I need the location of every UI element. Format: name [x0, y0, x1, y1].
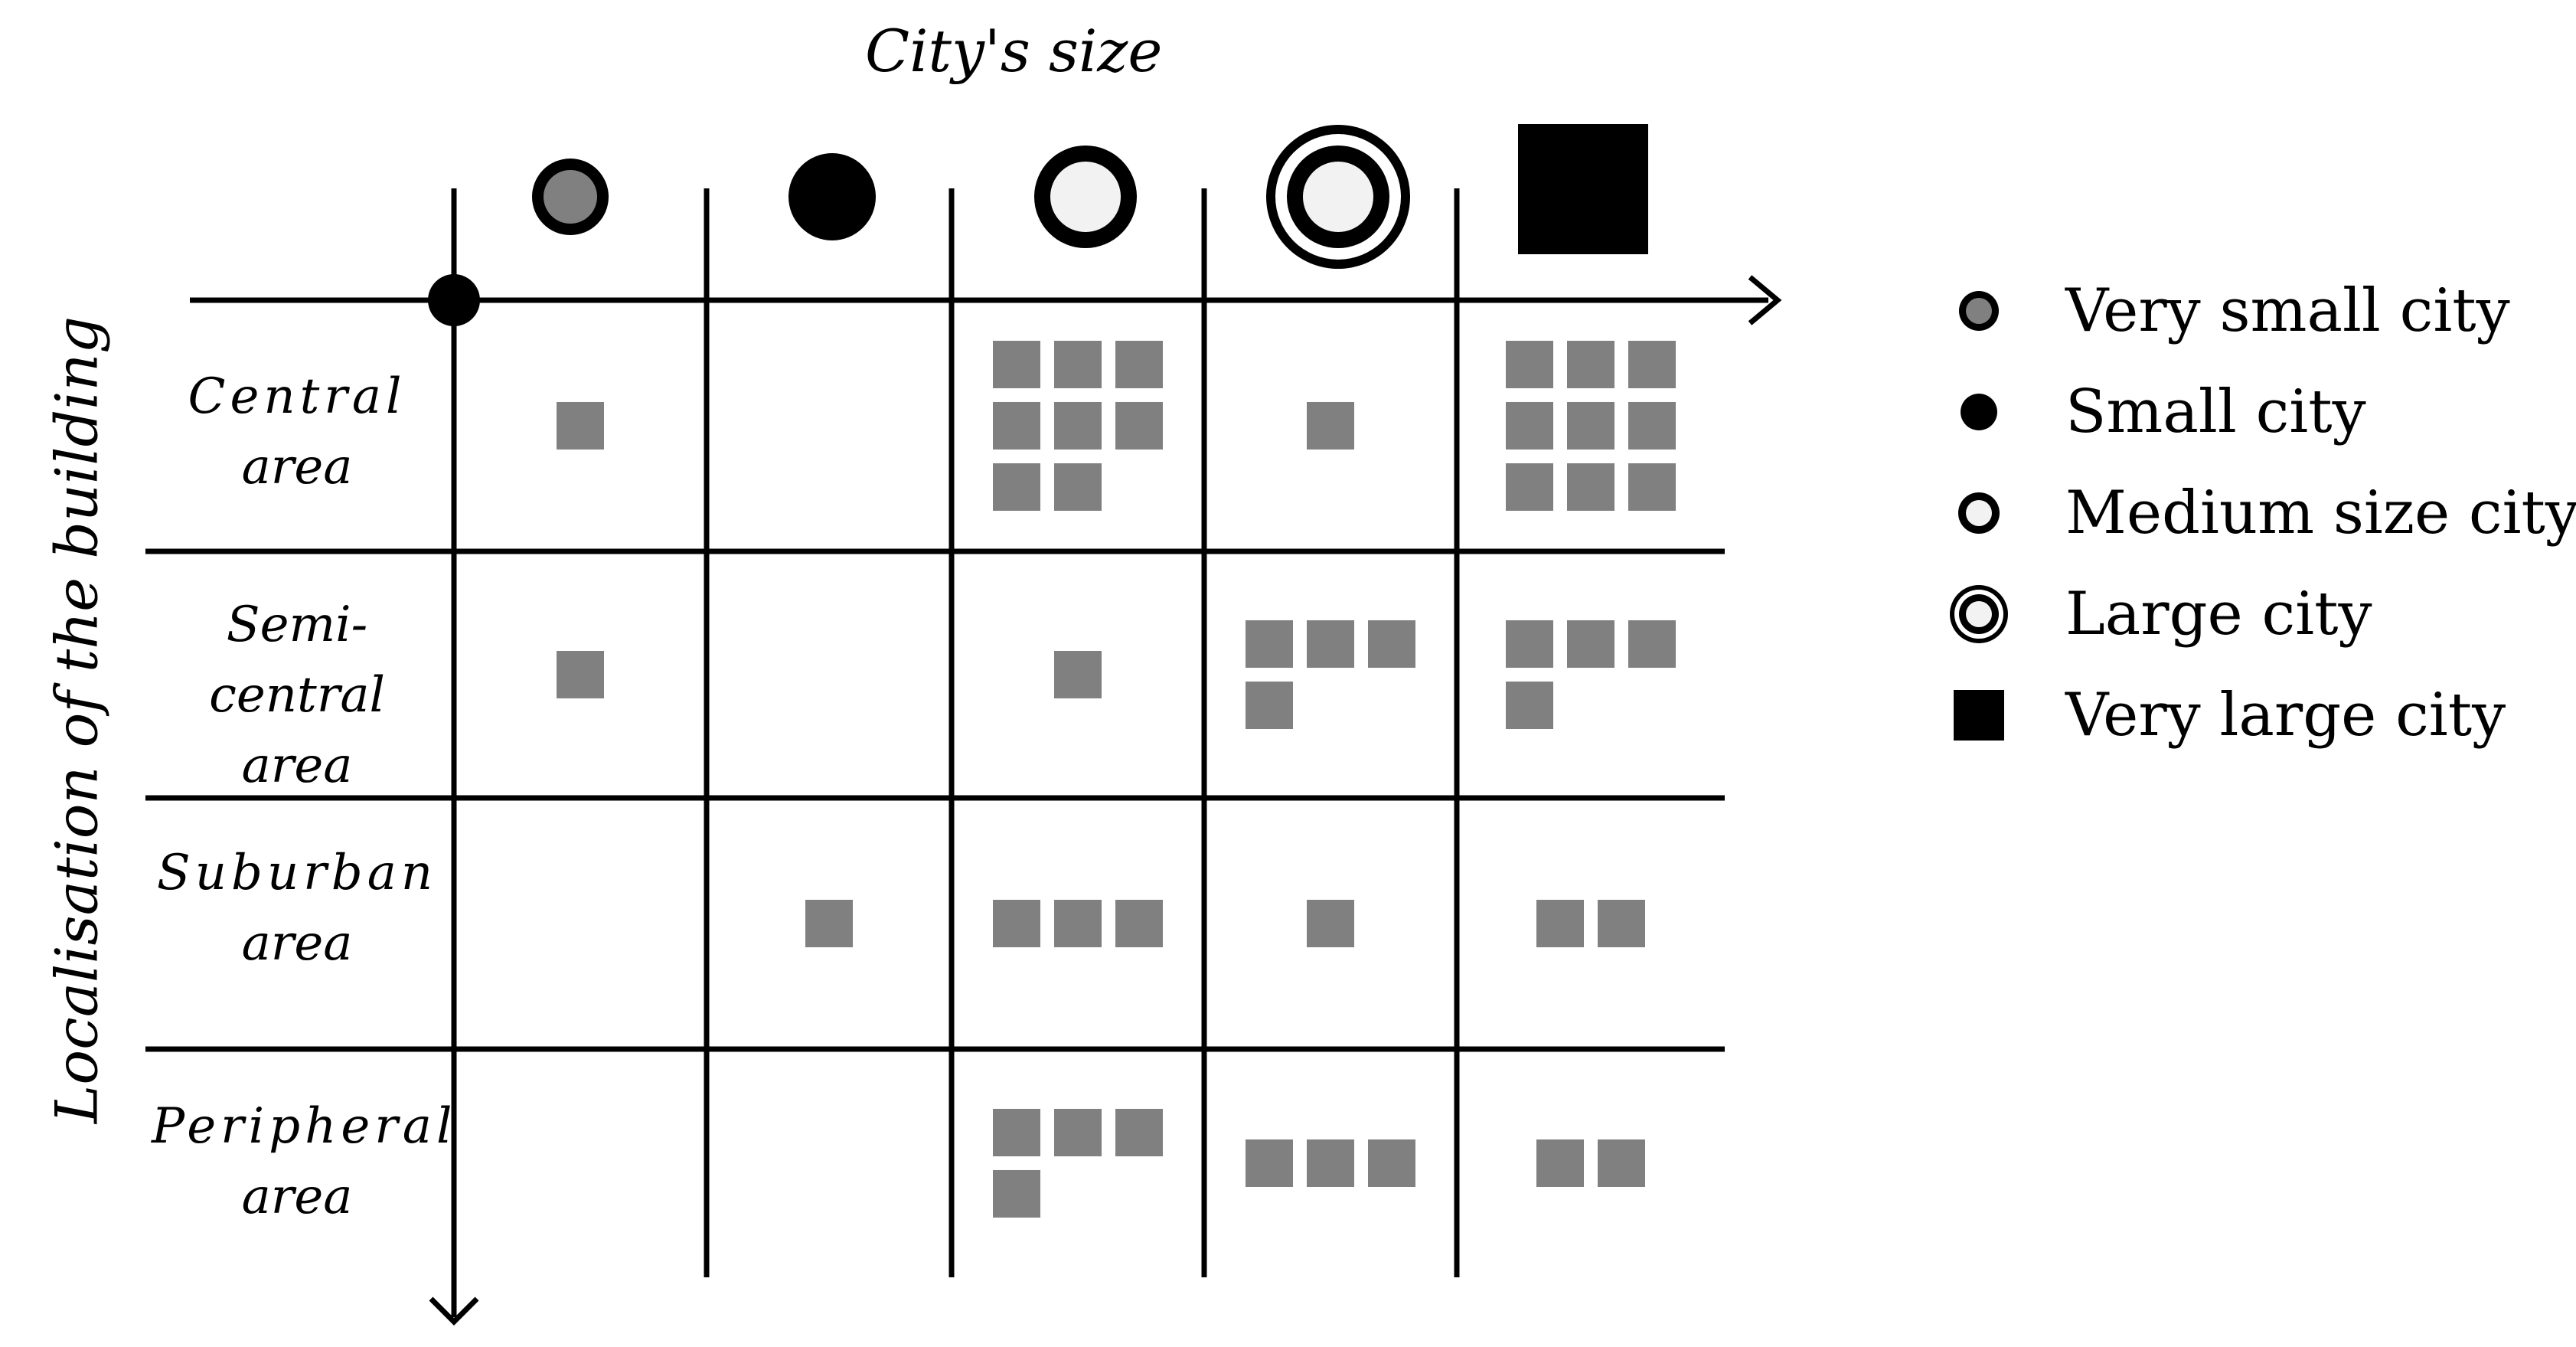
row-label-line2: area: [241, 1169, 353, 1225]
count-marker: [557, 402, 604, 450]
count-marker: [805, 900, 853, 947]
count-marker: [1115, 341, 1163, 388]
count-marker: [1246, 620, 1293, 668]
legend-label: Very small city: [2065, 276, 2510, 345]
count-marker: [1506, 682, 1553, 729]
legend: Very small city Small city Medium size c…: [1944, 260, 2576, 766]
count-marker: [993, 341, 1040, 388]
large-city-icon: [1950, 585, 2008, 643]
count-marker: [1246, 1139, 1293, 1187]
count-marker: [1307, 1139, 1354, 1187]
row-label-line1: Central: [188, 368, 406, 425]
legend-item-large-city: Large city: [1944, 564, 2557, 665]
row-label-line1: Semi-central: [209, 597, 385, 724]
legend-item-very-small-city: Very small city: [1944, 260, 2557, 361]
row-label-semi-central: Semi-central area: [152, 590, 442, 801]
count-marker: [1246, 682, 1293, 729]
count-marker: [1567, 620, 1614, 668]
row-label-central: Central area: [152, 361, 442, 502]
row-label-line2: area: [241, 737, 353, 794]
count-marker: [1598, 900, 1645, 947]
count-marker: [1368, 1139, 1415, 1187]
count-marker: [993, 402, 1040, 450]
y-axis-title: Localisation of the building: [42, 315, 111, 1124]
count-marker: [993, 1170, 1040, 1218]
count-marker: [1115, 1109, 1163, 1156]
count-marker: [1307, 900, 1354, 947]
count-marker: [1054, 900, 1102, 947]
count-marker: [1628, 620, 1676, 668]
y-axis-arrowhead: [429, 1296, 479, 1326]
count-marker: [1054, 341, 1102, 388]
very-large-city-icon: [1518, 124, 1648, 254]
count-marker: [993, 1109, 1040, 1156]
x-axis-title: City's size: [865, 17, 1163, 85]
row-label-line2: area: [241, 915, 353, 972]
legend-label: Small city: [2065, 378, 2366, 446]
medium-city-icon: [1034, 145, 1137, 248]
legend-item-small-city: Small city: [1944, 361, 2557, 463]
small-city-icon: [1961, 394, 1997, 430]
small-city-icon: [788, 153, 876, 240]
row-label-line1: Peripheral: [152, 1098, 457, 1155]
medium-city-icon: [1958, 492, 2000, 534]
count-marker: [1598, 1139, 1645, 1187]
legend-label: Large city: [2065, 580, 2372, 649]
very-large-city-icon: [1954, 690, 2004, 741]
count-marker: [1054, 1109, 1102, 1156]
count-marker: [1115, 900, 1163, 947]
legend-label: Very large city: [2065, 681, 2506, 750]
count-marker: [993, 463, 1040, 511]
row-label-peripheral: Peripheral area: [152, 1091, 457, 1232]
very-small-city-icon: [1959, 291, 1999, 331]
count-marker: [1368, 620, 1415, 668]
count-marker: [1628, 463, 1676, 511]
count-marker: [1054, 402, 1102, 450]
count-marker: [993, 900, 1040, 947]
count-marker: [1115, 402, 1163, 450]
count-marker: [1536, 900, 1584, 947]
x-axis-arrowhead: [1748, 275, 1782, 325]
count-marker: [1506, 341, 1553, 388]
count-marker: [1628, 341, 1676, 388]
count-marker: [1506, 463, 1553, 511]
count-marker: [1567, 341, 1614, 388]
legend-item-very-large-city: Very large city: [1944, 665, 2557, 766]
legend-label: Medium size city: [2065, 479, 2576, 548]
count-marker: [1536, 1139, 1584, 1187]
count-marker: [1567, 463, 1614, 511]
count-marker: [1054, 463, 1102, 511]
count-marker: [1506, 402, 1553, 450]
cell-markers: [557, 341, 1676, 1218]
count-marker: [1567, 402, 1614, 450]
very-small-city-icon: [532, 159, 609, 235]
row-label-line1: Suburban: [156, 845, 438, 901]
count-marker: [1628, 402, 1676, 450]
origin-dot: [428, 274, 480, 326]
legend-item-medium-size-city: Medium size city: [1944, 463, 2576, 564]
large-city-icon: [1266, 125, 1410, 269]
count-marker: [557, 651, 604, 698]
count-marker: [1506, 620, 1553, 668]
count-marker: [1054, 651, 1102, 698]
row-label-line2: area: [241, 439, 353, 495]
row-label-suburban: Suburban area: [152, 838, 442, 979]
count-marker: [1307, 402, 1354, 450]
count-marker: [1307, 620, 1354, 668]
